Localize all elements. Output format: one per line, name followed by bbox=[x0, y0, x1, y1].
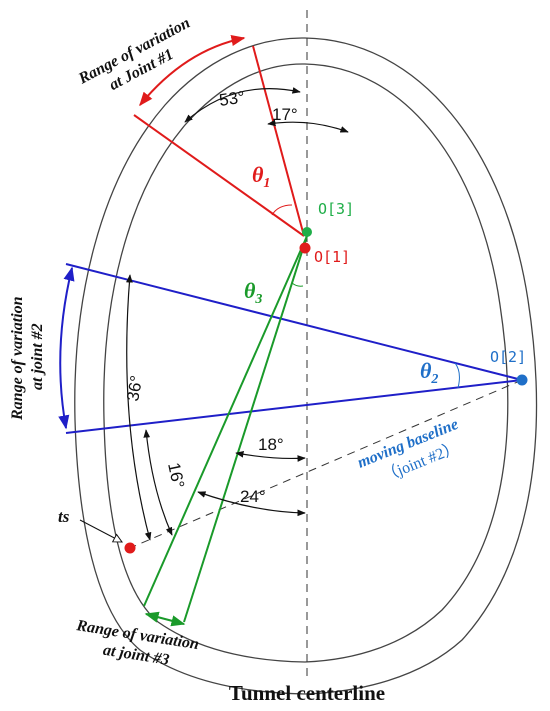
theta3-label: θ3 bbox=[244, 278, 262, 307]
theta2-label: θ2 bbox=[420, 358, 438, 387]
tunnel-inner-lining bbox=[103, 63, 509, 663]
angle-17: 17° bbox=[272, 105, 298, 124]
arc-16 bbox=[143, 429, 173, 536]
theta1-arc bbox=[271, 204, 293, 216]
angle-24: 24° bbox=[240, 487, 266, 506]
point-o1 bbox=[299, 242, 311, 254]
arc-36 bbox=[126, 274, 152, 541]
joint1-range-label: Range of variation at Joint #1 bbox=[75, 13, 206, 106]
red-line-17 bbox=[252, 45, 305, 237]
joint3-range-label: Range of variation at joint #3 bbox=[71, 617, 204, 674]
arc-18 bbox=[235, 451, 306, 462]
green-line-18 bbox=[183, 235, 308, 623]
theta3-arc bbox=[291, 282, 304, 287]
joint2-range-arrow bbox=[58, 266, 75, 430]
label-o1: O[1] bbox=[314, 248, 350, 266]
point-o3 bbox=[302, 227, 312, 237]
theta1-label: θ1 bbox=[252, 162, 270, 191]
point-ts bbox=[124, 542, 136, 554]
joint3-range-arrow bbox=[144, 611, 186, 627]
green-line-24 bbox=[143, 235, 308, 607]
joint1-range-arrow bbox=[139, 35, 246, 107]
blue-line-upper bbox=[65, 263, 523, 381]
theta2-arc bbox=[454, 362, 460, 389]
angle-53: 53° bbox=[218, 88, 246, 110]
arc-24 bbox=[197, 491, 306, 517]
ts-pointer-arrow bbox=[79, 519, 122, 542]
diagram-title: Tunnel centerline bbox=[229, 681, 385, 705]
red-line-53 bbox=[133, 114, 305, 237]
angle-36: 36° bbox=[123, 374, 146, 403]
joint2-range-label: Range of variation at joint #2 bbox=[9, 292, 46, 421]
arc-17 bbox=[267, 119, 349, 133]
tunnel-outer-lining bbox=[74, 37, 538, 695]
angle-16: 16° bbox=[164, 461, 188, 490]
label-o3: O[3] bbox=[318, 200, 354, 218]
angle-18: 18° bbox=[258, 435, 284, 454]
point-o2 bbox=[516, 374, 528, 386]
label-o2: O[2] bbox=[490, 348, 526, 366]
ts-label: ts bbox=[58, 507, 70, 526]
moving-baseline-line bbox=[129, 379, 523, 549]
